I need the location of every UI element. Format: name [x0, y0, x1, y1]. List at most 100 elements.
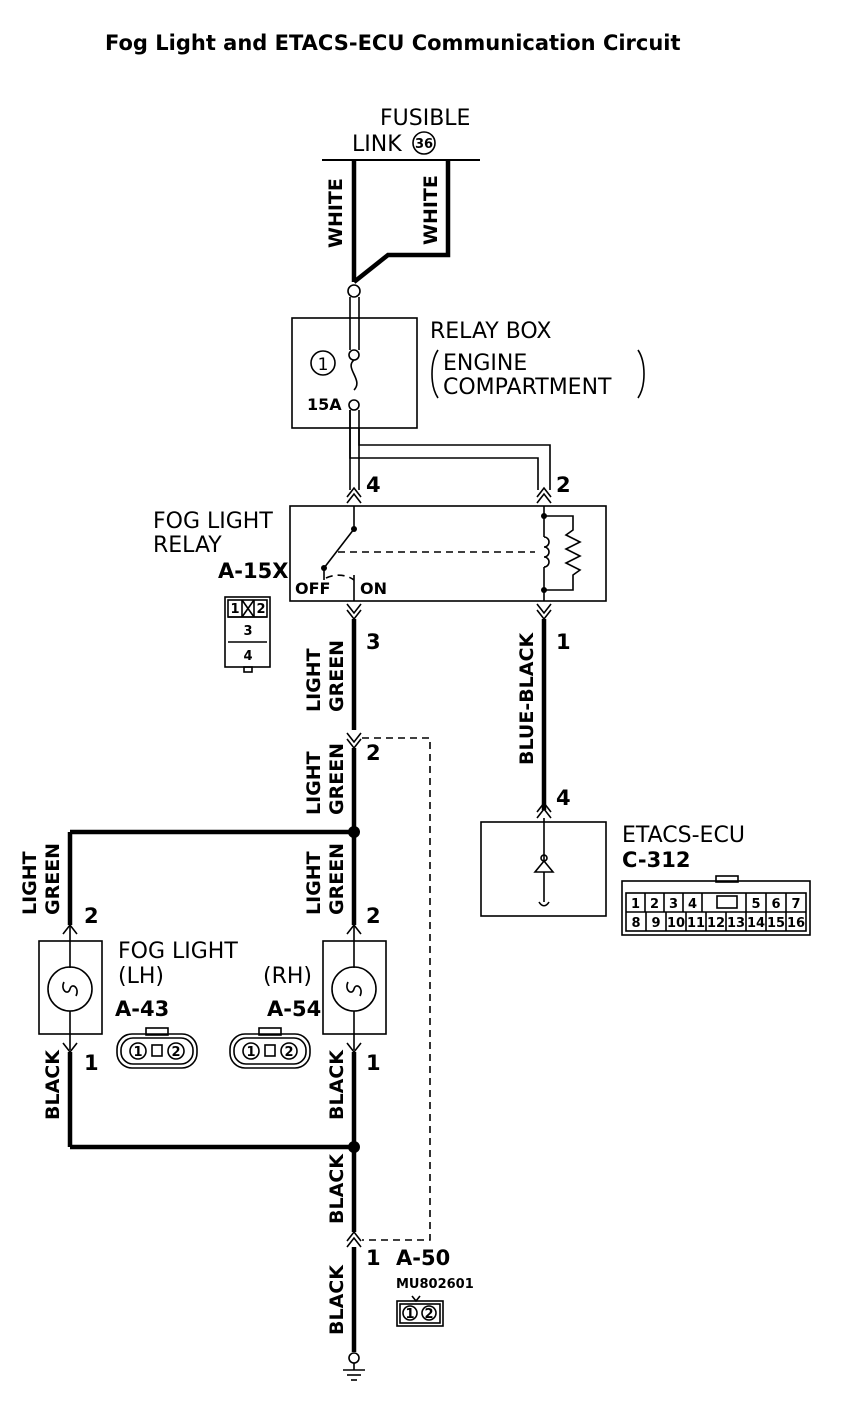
- relay-off-label: OFF: [295, 579, 330, 598]
- svg-text:LIGHT: LIGHT: [19, 851, 41, 915]
- fog-light-lh-side: (LH): [118, 964, 164, 989]
- etacs-cell-bottom: 14: [747, 916, 765, 931]
- relay-coil: [543, 536, 550, 568]
- svg-text:BLACK: BLACK: [326, 1153, 348, 1224]
- svg-text:3: 3: [243, 624, 252, 639]
- svg-text:GREEN: GREEN: [326, 843, 348, 915]
- fog-relay-label-2: RELAY: [153, 533, 222, 558]
- etacs-cell-top: 5: [751, 897, 760, 912]
- relay-box: [291, 317, 418, 429]
- white-wire-right: [352, 160, 451, 284]
- fusible-link-number-circle: [412, 131, 436, 155]
- connector-dashed-link: [362, 737, 431, 1241]
- ground-connector-icon: 1 2: [396, 1295, 444, 1327]
- fuse-element: [350, 359, 358, 391]
- svg-text:2: 2: [256, 602, 265, 617]
- svg-text:GREEN: GREEN: [42, 843, 64, 915]
- relay-box-sub1: ENGINE: [443, 351, 527, 376]
- fog-light-lh-connector-icon: 1 2: [116, 1027, 198, 1069]
- etacs-cell-top: 2: [650, 897, 659, 912]
- relay-box-label: RELAY BOX: [430, 319, 551, 344]
- svg-text:GREEN: GREEN: [326, 640, 348, 712]
- etacs-cell-top: 4: [688, 897, 697, 912]
- svg-text:2: 2: [424, 1307, 433, 1322]
- etacs-connector-id: C-312: [622, 848, 690, 872]
- svg-text:1: 1: [230, 602, 239, 617]
- etacs-cell-bottom: 10: [667, 916, 685, 931]
- relay-switch-arm: [323, 528, 355, 569]
- junction-connector: [346, 732, 362, 750]
- etacs-cell-top: 6: [771, 897, 780, 912]
- fog-light-lh-connector-id: A-43: [115, 997, 169, 1021]
- relay-box-terminal-top: [347, 284, 361, 298]
- fuse-number: 1: [318, 355, 329, 375]
- svg-text:LIGHT: LIGHT: [303, 851, 325, 915]
- svg-text:4: 4: [243, 649, 252, 664]
- fuse-number-circle: [310, 350, 336, 376]
- etacs-pin: 4: [556, 786, 571, 810]
- svg-text:LIGHT: LIGHT: [303, 648, 325, 712]
- fog-light-label: FOG LIGHT: [118, 939, 238, 964]
- etacs-label: ETACS-ECU: [622, 823, 745, 848]
- svg-text:1: 1: [366, 1051, 381, 1075]
- relay-pin-4: 4: [366, 473, 381, 497]
- fog-light-rh-connector-icon: 1 2: [229, 1027, 311, 1069]
- ground-icon: [343, 1363, 365, 1381]
- etacs-cell-top: 7: [791, 897, 800, 912]
- relay-pin1-connector: [536, 603, 552, 621]
- fog-relay-label-1: FOG LIGHT: [153, 509, 273, 534]
- wire-label-white-right: WHITE: [420, 175, 442, 245]
- etacs-cell-bottom: 16: [787, 916, 805, 931]
- svg-text:BLACK: BLACK: [326, 1049, 348, 1120]
- etacs-cell-bottom: 15: [767, 916, 785, 931]
- ground-connector: [346, 1230, 362, 1248]
- fusible-link-number: 36: [415, 137, 433, 152]
- fuse-terminal-upper: [348, 349, 360, 361]
- etacs-cell-bottom: 9: [651, 916, 660, 931]
- svg-text:BLACK: BLACK: [42, 1049, 64, 1120]
- relay-pin-2: 2: [556, 473, 571, 497]
- etacs-cell-bottom: 12: [707, 916, 725, 931]
- fog-light-rh-connector-id: A-54: [267, 997, 321, 1021]
- relay-resistor: [544, 515, 582, 591]
- svg-text:1: 1: [84, 1051, 99, 1075]
- svg-text:2: 2: [366, 904, 381, 928]
- relay-on-label: ON: [360, 579, 387, 598]
- relay-connector-icon: 1 2 3 4: [224, 596, 271, 673]
- etacs-cell-top: 3: [669, 897, 678, 912]
- svg-text:GREEN: GREEN: [326, 743, 348, 815]
- ground-connector-part: MU802601: [396, 1277, 474, 1292]
- ground-connector-pin: 1: [366, 1246, 381, 1270]
- relay-pin2-connector: [536, 486, 552, 504]
- fuse-rating: 15A: [307, 395, 342, 414]
- svg-text:1: 1: [246, 1045, 255, 1060]
- fusible-link-label-1: FUSIBLE: [380, 106, 470, 131]
- relay-box-sub2: COMPARTMENT: [443, 375, 612, 400]
- fog-light-rh-side: (RH): [263, 964, 312, 989]
- svg-text:LIGHT: LIGHT: [303, 751, 325, 815]
- junction-pin: 2: [366, 741, 381, 765]
- relay-pin4-connector: [346, 486, 362, 504]
- wire-to-relay-coil: [358, 428, 551, 490]
- fog-relay-connector-id: A-15X: [218, 559, 288, 583]
- etacs-cell-bottom: 8: [631, 916, 640, 931]
- etacs-connector-icon: [621, 875, 811, 936]
- etacs-pin4-connector: [536, 801, 552, 819]
- svg-text:1: 1: [133, 1045, 142, 1060]
- svg-text:1: 1: [405, 1307, 414, 1322]
- svg-text:2: 2: [284, 1045, 293, 1060]
- ground-terminal: [348, 1352, 360, 1364]
- svg-text:BLACK: BLACK: [326, 1264, 348, 1335]
- etacs-cell-bottom: 11: [687, 916, 705, 931]
- fuse-terminal-lower: [348, 399, 360, 411]
- fusible-link-label-2: LINK: [352, 132, 402, 157]
- diagram-title: Fog Light and ETACS-ECU Communication Ci…: [105, 31, 681, 55]
- svg-text:2: 2: [84, 904, 99, 928]
- etacs-input-symbol: [533, 859, 555, 873]
- relay-pin3-connector: [346, 603, 362, 621]
- wire-label-white-left: WHITE: [325, 178, 347, 248]
- etacs-cell-bottom: 13: [727, 916, 745, 931]
- svg-text:BLUE-BLACK: BLUE-BLACK: [516, 632, 538, 765]
- etacs-cell-top: 1: [631, 897, 640, 912]
